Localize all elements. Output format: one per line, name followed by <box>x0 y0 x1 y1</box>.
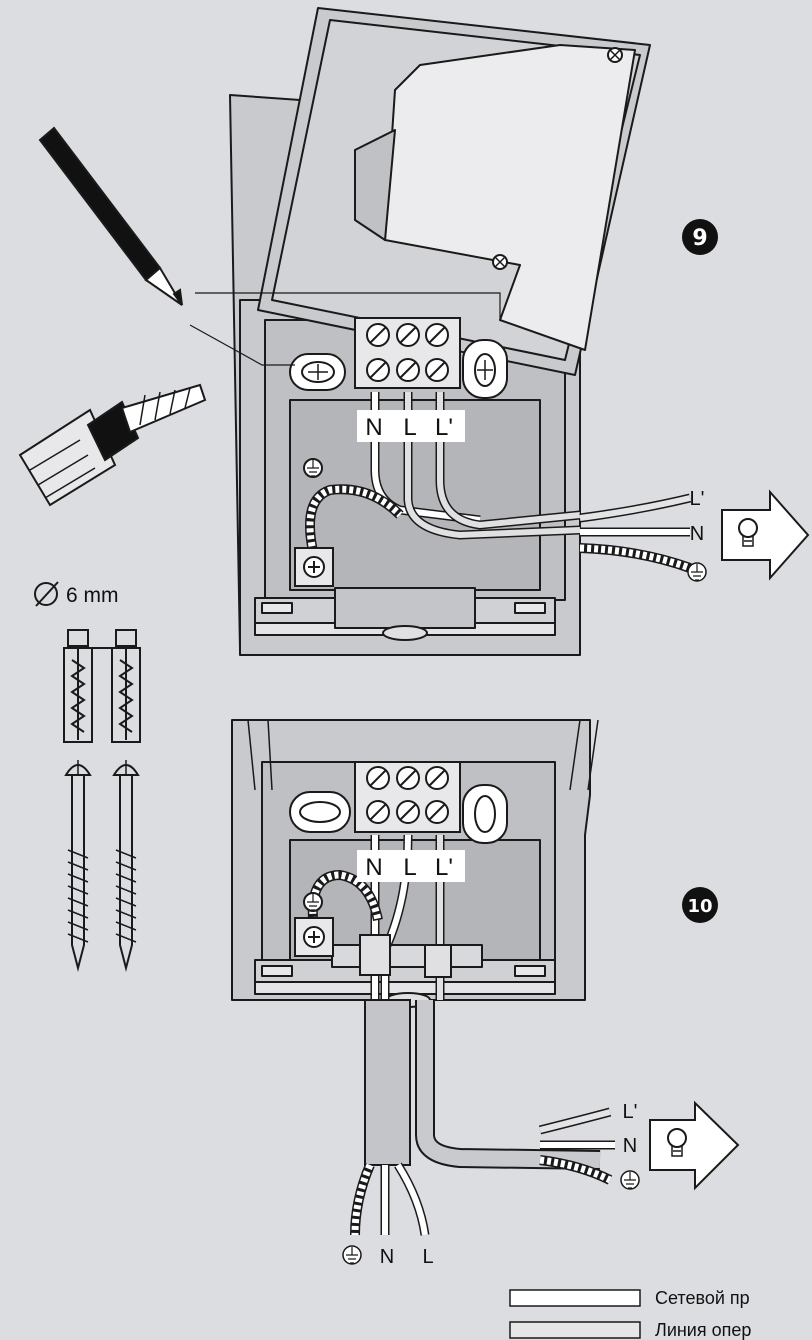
terminal-label-n: N <box>365 414 382 441</box>
load-labels-top: L' N <box>687 488 707 582</box>
load-label-l-prime: L' <box>690 488 705 510</box>
load-label-l-prime: L' <box>623 1101 638 1123</box>
svg-text:9: 9 <box>692 226 707 251</box>
drill-icon <box>18 383 207 507</box>
mains-cable <box>350 999 430 1236</box>
internal-wires-top <box>305 392 581 562</box>
wall-anchors <box>63 629 141 743</box>
load-label-n: N <box>690 523 704 545</box>
drill-size-text: 6 mm <box>66 584 119 607</box>
load-cable-top <box>579 493 692 573</box>
terminal-label-l-prime: L' <box>435 854 453 881</box>
terminal-block-bottom <box>289 761 508 844</box>
drill-size-label: 6 mm <box>34 581 119 607</box>
ground-icon <box>687 562 707 582</box>
legend-swatch-load <box>509 1321 641 1339</box>
legend-label-mains: Сетевой пр <box>655 1288 750 1308</box>
legend: Сетевой пр Линия опер <box>509 1288 751 1340</box>
legend-swatch-mains <box>509 1289 641 1307</box>
terminal-label-l: L <box>403 854 416 881</box>
mains-label-l: L <box>422 1246 433 1268</box>
terminal-label-l-prime: L' <box>435 414 453 441</box>
step-10-marker: ❿ 10 <box>682 887 718 923</box>
ground-screw-bottom <box>294 892 334 957</box>
mains-label-n: N <box>380 1246 394 1268</box>
load-cable-bottom <box>415 1000 615 1185</box>
legend-label-load: Линия опер <box>655 1320 751 1340</box>
terminal-labels-bottom: N L L' <box>357 850 465 882</box>
svg-text:10: 10 <box>687 896 712 917</box>
lamp-arrow-top <box>721 489 810 581</box>
ground-screw-top <box>294 458 334 587</box>
terminal-label-l: L <box>403 414 416 441</box>
load-labels-bottom: L' N <box>620 1101 640 1190</box>
terminal-labels-top: N L L' <box>357 410 465 442</box>
terminal-label-n: N <box>365 854 382 881</box>
load-label-n: N <box>623 1135 637 1157</box>
mains-labels: N L <box>342 1245 434 1268</box>
ground-icon <box>342 1245 362 1265</box>
screws <box>64 760 140 972</box>
terminal-block-top <box>289 317 508 399</box>
pencil-icon <box>38 126 501 366</box>
lamp-arrow-bottom <box>649 1100 740 1191</box>
ground-icon <box>620 1170 640 1190</box>
device-cover-open <box>257 7 651 376</box>
step-9-marker: ❾ 9 <box>682 219 718 255</box>
